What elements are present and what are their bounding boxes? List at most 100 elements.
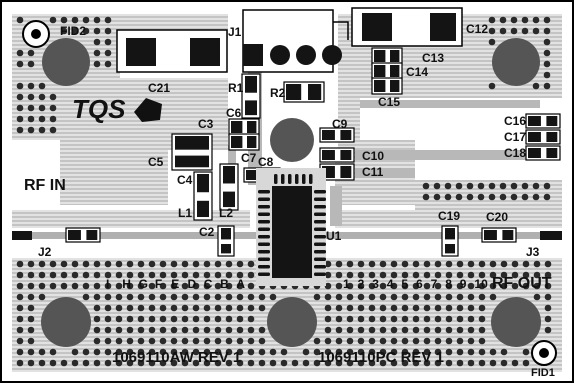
via [16, 315, 24, 323]
via [455, 182, 463, 190]
via [521, 16, 529, 24]
via [181, 260, 189, 268]
via [104, 27, 112, 35]
mounting-hole [41, 297, 91, 347]
via [390, 293, 398, 301]
via [82, 348, 90, 356]
smd-pad [231, 121, 243, 133]
via [499, 16, 507, 24]
c7-label: C7 [241, 151, 257, 165]
via [115, 359, 123, 367]
via [170, 282, 178, 290]
via [390, 282, 398, 290]
ic-pin [288, 174, 292, 184]
via [434, 293, 442, 301]
via [478, 315, 486, 323]
via [401, 293, 409, 301]
via [544, 326, 552, 334]
via [214, 293, 222, 301]
via [478, 359, 486, 367]
via [49, 271, 57, 279]
via [247, 260, 255, 268]
pin-label: 2 [358, 277, 365, 291]
via [93, 49, 101, 57]
via [543, 60, 551, 68]
via [368, 337, 376, 345]
pin-label: 8 [445, 277, 452, 291]
via [280, 348, 288, 356]
c21-label: C21 [148, 81, 170, 95]
via [16, 293, 24, 301]
c20-label: C20 [486, 210, 508, 224]
via [27, 260, 35, 268]
via [357, 315, 365, 323]
via [27, 93, 35, 101]
smd-pad [221, 244, 231, 254]
via [203, 304, 211, 312]
via [137, 260, 145, 268]
via [104, 293, 112, 301]
via [16, 16, 24, 24]
ic-pin [258, 250, 270, 254]
via [16, 337, 24, 345]
u1-ic [256, 168, 326, 286]
via [434, 304, 442, 312]
ic-pin [258, 265, 270, 269]
via [434, 282, 442, 290]
via [159, 326, 167, 334]
via [214, 326, 222, 334]
smd-pad [546, 148, 558, 158]
c15-label: C15 [378, 95, 400, 109]
via [203, 260, 211, 268]
smd-pad [340, 166, 352, 178]
c12-label: C12 [466, 22, 488, 36]
via [313, 359, 321, 367]
via [93, 348, 101, 356]
via [16, 348, 24, 356]
via [247, 304, 255, 312]
via [543, 193, 551, 201]
via [258, 326, 266, 334]
via [379, 271, 387, 279]
via [335, 271, 343, 279]
via [422, 182, 430, 190]
via [137, 304, 145, 312]
via [522, 359, 530, 367]
via [38, 115, 46, 123]
via [433, 182, 441, 190]
via [357, 326, 365, 334]
smd-pad [390, 65, 400, 77]
via [544, 271, 552, 279]
part-number-left: 1069110AW REV 1 [112, 349, 241, 366]
via [225, 271, 233, 279]
via [522, 260, 530, 268]
smd-pad [528, 132, 541, 142]
via [27, 115, 35, 123]
c21-capacitor [116, 29, 228, 73]
via [27, 359, 35, 367]
via [38, 271, 46, 279]
via [247, 359, 255, 367]
via [379, 293, 387, 301]
pin-label: 10 [474, 277, 488, 291]
pin-label: 6 [416, 277, 423, 291]
via [137, 326, 145, 334]
via [291, 359, 299, 367]
via [401, 304, 409, 312]
via [192, 260, 200, 268]
via [71, 260, 79, 268]
via [324, 337, 332, 345]
via [16, 115, 24, 123]
via [543, 38, 551, 46]
via [379, 304, 387, 312]
via [49, 104, 57, 112]
via [203, 326, 211, 334]
via [532, 82, 540, 90]
via [488, 193, 496, 201]
via [412, 359, 420, 367]
via [214, 348, 222, 356]
via [247, 315, 255, 323]
via [181, 315, 189, 323]
ic-pin [281, 174, 285, 184]
